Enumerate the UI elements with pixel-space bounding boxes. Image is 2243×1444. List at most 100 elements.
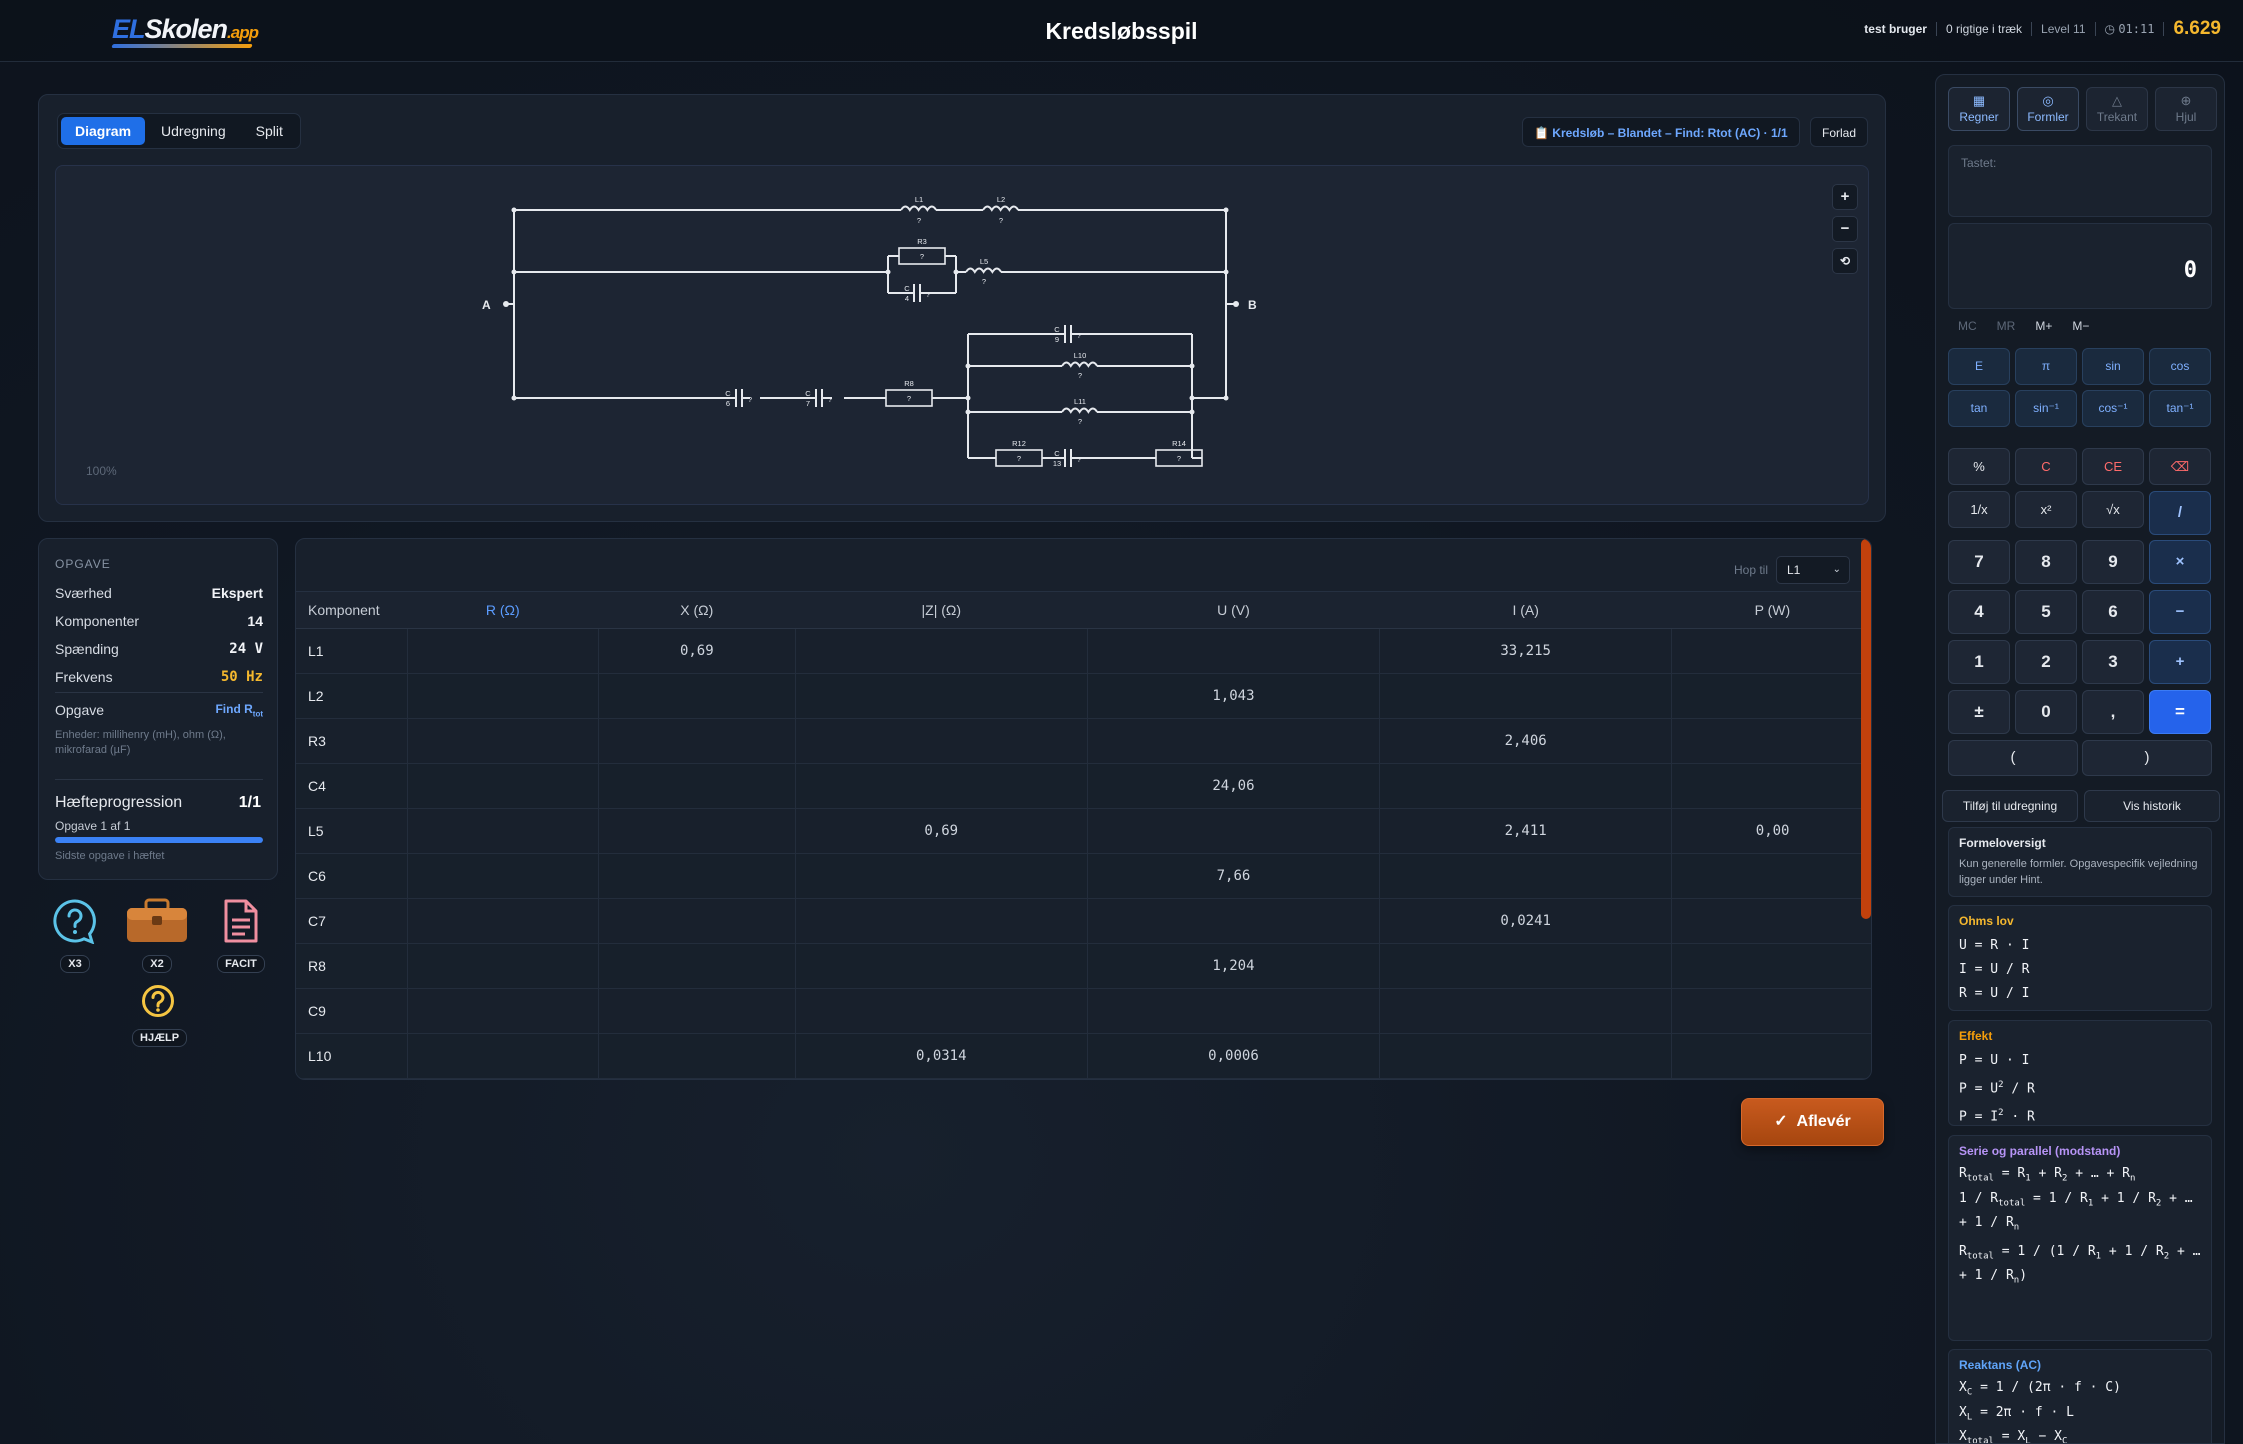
tab-hjul[interactable]: ⊕Hjul [2155,87,2217,131]
elskolen-logo[interactable]: ELSkolen.app [112,14,259,44]
value-cell[interactable] [406,673,599,719]
tab-diagram[interactable]: Diagram [61,117,146,145]
value-cell[interactable] [1086,898,1380,944]
typed-input[interactable]: Tastet: [1948,145,2212,217]
value-cell[interactable]: 33,215 [1379,628,1672,674]
tab-trekant[interactable]: △Trekant [2086,87,2148,131]
value-cell[interactable]: 0,69 [597,628,796,674]
value-cell[interactable] [794,718,1088,764]
value-cell[interactable] [1379,763,1672,809]
value-cell[interactable] [1379,673,1672,719]
acos-button[interactable]: cos⁻¹ [2082,390,2144,427]
value-cell[interactable] [1379,943,1672,989]
value-cell[interactable] [406,898,599,944]
decimal-button[interactable]: , [2082,690,2144,734]
atan-button[interactable]: tan⁻¹ [2149,390,2211,427]
value-cell[interactable] [406,943,599,989]
tab-regner[interactable]: ▦Regner [1948,87,2010,131]
value-cell[interactable] [597,988,796,1034]
backspace-button[interactable]: ⌫ [2149,448,2211,485]
help-tool[interactable]: HJÆLP [132,984,188,1047]
col-x[interactable]: X (Ω) [598,591,796,629]
square-button[interactable]: x² [2015,491,2077,528]
digit-8-button[interactable]: 8 [2015,540,2077,584]
value-cell[interactable] [1086,628,1380,674]
value-cell[interactable] [1671,1033,1871,1079]
value-cell[interactable]: 0,0006 [1086,1033,1380,1079]
value-cell[interactable] [794,853,1088,899]
value-cell[interactable] [794,943,1088,989]
close-paren-button[interactable]: ) [2082,740,2212,776]
plus-minus-button[interactable]: ± [1948,690,2010,734]
digit-1-button[interactable]: 1 [1948,640,2010,684]
value-cell[interactable]: 0,0314 [794,1033,1088,1079]
value-cell[interactable] [1671,673,1871,719]
cos-button[interactable]: cos [2149,348,2211,385]
sqrt-button[interactable]: √x [2082,491,2144,528]
show-history-button[interactable]: Vis historik [2084,790,2220,822]
value-cell[interactable] [597,898,796,944]
value-cell[interactable]: 0,00 [1671,808,1871,854]
value-cell[interactable] [406,988,599,1034]
value-cell[interactable] [794,763,1088,809]
value-cell[interactable] [597,673,796,719]
value-cell[interactable]: 2,411 [1379,808,1672,854]
asin-button[interactable]: sin⁻¹ [2015,390,2077,427]
clear-entry-button[interactable]: CE [2082,448,2144,485]
value-cell[interactable] [1671,763,1871,809]
value-cell[interactable] [1379,988,1672,1034]
jump-select[interactable]: L1⌄ [1776,556,1850,584]
value-cell[interactable]: 7,66 [1086,853,1380,899]
value-cell[interactable] [597,763,796,809]
value-cell[interactable]: 0,69 [794,808,1088,854]
value-cell[interactable] [597,943,796,989]
hint-tool[interactable]: X3 [50,898,100,973]
m-minus-button[interactable]: M− [2072,319,2090,333]
sin-button[interactable]: sin [2082,348,2144,385]
value-cell[interactable]: 0,0241 [1379,898,1672,944]
m-plus-button[interactable]: M+ [2035,319,2053,333]
value-cell[interactable] [597,718,796,764]
col-u[interactable]: U (V) [1087,591,1380,629]
multiply-button[interactable]: × [2149,540,2211,584]
tab-split[interactable]: Split [255,123,283,139]
equals-button[interactable]: = [2149,690,2211,734]
value-cell[interactable] [597,853,796,899]
value-cell[interactable] [1671,628,1871,674]
digit-6-button[interactable]: 6 [2082,590,2144,634]
digit-5-button[interactable]: 5 [2015,590,2077,634]
zoom-out-button[interactable]: − [1832,216,1858,242]
digit-7-button[interactable]: 7 [1948,540,2010,584]
value-cell[interactable] [1671,943,1871,989]
value-cell[interactable] [406,853,599,899]
add-to-calculation-button[interactable]: Tilføj til udregning [1942,790,2078,822]
value-cell[interactable] [794,673,1088,719]
value-cell[interactable] [406,808,599,854]
value-cell[interactable] [1379,1033,1672,1079]
value-cell[interactable]: 24,06 [1086,763,1380,809]
digit-0-button[interactable]: 0 [2015,690,2077,734]
value-cell[interactable] [794,628,1088,674]
col-i[interactable]: I (A) [1379,591,1672,629]
value-cell[interactable] [794,898,1088,944]
digit-2-button[interactable]: 2 [2015,640,2077,684]
value-cell[interactable] [1671,988,1871,1034]
mc-button[interactable]: MC [1958,319,1977,333]
user-name[interactable]: test bruger [1864,22,1927,36]
value-cell[interactable] [406,628,599,674]
zoom-in-button[interactable]: + [1832,184,1858,210]
value-cell[interactable] [1671,718,1871,764]
value-cell[interactable] [406,763,599,809]
col-p[interactable]: P (W) [1671,591,1871,629]
value-cell[interactable]: 2,406 [1379,718,1672,764]
toolbox-tool[interactable]: X2 [124,898,190,973]
pi-button[interactable]: π [2015,348,2077,385]
value-cell[interactable] [794,988,1088,1034]
divide-button[interactable]: / [2149,491,2211,535]
value-cell[interactable]: 1,204 [1086,943,1380,989]
submit-button[interactable]: ✓ Aflevér [1741,1098,1884,1146]
plus-button[interactable]: + [2149,640,2211,684]
facit-tool[interactable]: FACIT [214,898,268,973]
value-cell[interactable] [1379,853,1672,899]
value-cell[interactable] [1671,853,1871,899]
